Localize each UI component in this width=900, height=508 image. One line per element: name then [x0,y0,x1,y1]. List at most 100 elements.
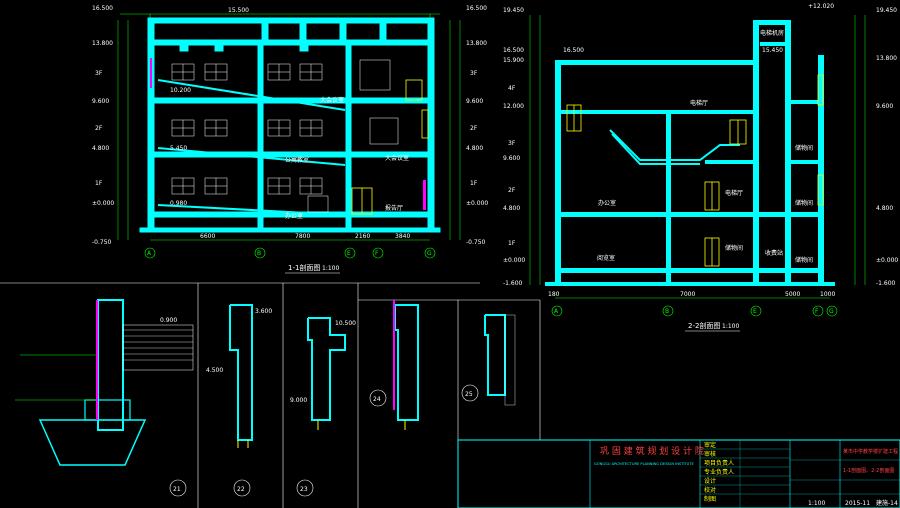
detail-elevation: 3.600 [255,308,272,315]
dim-text: 180 [548,291,560,298]
room-label: 大会议室 [320,96,344,104]
section-1-1: 15.500 16.500 13.800 9.600 4.800 ±0.000 … [92,5,488,274]
s2-windows [566,74,824,267]
s1-accent [150,58,426,210]
s2-stair [609,129,740,165]
scale-value: 1:100 [808,500,825,507]
floor-label: 1F [508,240,516,247]
detail-22: 3.600 4.500 22 [206,304,272,497]
axis-label: A [554,308,559,315]
level-label: 4.800 [466,145,483,152]
detail-number: 24 [373,396,381,403]
dim-text: 6600 [200,233,215,240]
detail-number: 23 [300,486,308,493]
level-label: 9.600 [876,103,893,110]
s1-doors [351,79,429,215]
floor-label: 4F [508,85,516,92]
level-label: -0.750 [466,239,486,246]
level-label: 16.500 [92,5,113,12]
dim-text: 2160 [355,233,370,240]
level-label: 16.500 [466,5,487,12]
detail-frames [0,282,541,508]
floor-label: 2F [95,125,103,132]
dim-text: 5000 [785,291,800,298]
detail-elevation: 0.900 [160,317,177,324]
level-label: 15.900 [503,57,524,64]
room-label: 公寓教室 [285,156,309,164]
drawing-name: 1-1剖面图、2-2剖面图 [843,467,894,474]
axis-label: F [815,308,819,315]
s2-levels-left: 19.450 16.500 15.900 12.000 9.600 4.800 … [503,7,541,287]
s1-axes [144,247,436,259]
level-label: ±0.000 [876,257,898,264]
s2-top-label: 15.450 [762,47,783,54]
s1-windows [171,59,399,213]
dim-text: 3840 [395,233,410,240]
s2-top-label: 16.500 [563,47,584,54]
institute-name: 巩 固 建 筑 规 划 设 计 院 [600,445,704,457]
axis-label: B [665,308,669,315]
room-label: 办公室 [285,212,303,220]
detail-elevation: 10.500 [335,320,356,327]
room-label: 办公室 [598,199,616,207]
level-label: 9.600 [466,98,483,105]
s2-axes [551,305,838,317]
room-label: 储物间 [795,199,813,207]
s2-top-label: +12.020 [808,3,834,10]
room-label: 电梯厅 [690,99,708,107]
level-label: 12.000 [503,103,524,110]
room-label: 电梯厅 [725,189,743,197]
dim-text: 7000 [680,291,695,298]
detail-25: 25 [461,314,516,406]
s1-right-levels: 16.500 13.800 9.600 4.800 ±0.000 -0.750 … [449,5,488,246]
level-label: ±0.000 [92,200,114,207]
s2-title: 2-2剖面图 [688,321,720,330]
role-label: 校对 [704,486,716,494]
project-name: 某市中学教学楼扩建工程 [843,448,898,455]
level-label: 4.800 [503,205,520,212]
room-label: 储物间 [725,244,743,252]
detail-number: 22 [237,486,245,493]
room-label: 报告厅 [385,204,403,212]
level-label: 9.600 [503,155,520,162]
role-label: 制图 [704,495,716,503]
floor-label: 1F [95,180,103,187]
level-label: 13.800 [466,40,487,47]
room-label: 阅览室 [597,254,615,262]
level-label: -1.600 [503,280,523,287]
level-label: 16.500 [503,47,524,54]
room-label: 收费站 [765,249,783,257]
role-label: 专业负责人 [704,468,734,476]
detail-number: 25 [465,391,473,398]
role-label: 项目负责人 [704,459,734,467]
floor-label: 3F [470,70,478,77]
level-label: 4.800 [92,145,109,152]
floor-label: 3F [95,70,103,77]
date-value: 2015-11 [845,500,870,507]
sheet-number: 建施-14 [876,499,898,507]
axis-label: E [753,308,757,315]
detail-elevation: 4.500 [206,367,223,374]
s1-left-levels: 16.500 13.800 9.600 4.800 ±0.000 -0.750 … [92,5,129,246]
axis-label: A [147,250,152,257]
axis-label: F [375,250,379,257]
floor-label: 1F [470,180,478,187]
level-label: 19.450 [876,7,897,14]
s1-top-dim: 15.500 [228,7,249,14]
detail-23: 10.500 9.000 23 [290,317,356,497]
s1-title: 1-1剖面图 [288,263,320,272]
room-label: 储物间 [795,144,813,152]
axis-label: B [257,250,261,257]
level-label: -1.600 [876,280,896,287]
role-label: 审核 [704,450,716,458]
role-label: 审定 [704,441,716,449]
level-label: ±0.000 [503,257,525,264]
level-label: -0.750 [92,239,112,246]
room-label: 电梯机房 [760,29,784,37]
detail-number: 21 [173,486,181,493]
title-block: 巩 固 建 筑 规 划 设 计 院 GONGGU ARCHITECTURE PL… [457,439,900,508]
axis-label: G [427,250,432,257]
level-label: 4.800 [876,205,893,212]
axis-label: E [347,250,351,257]
floor-label: 3F [508,140,516,147]
